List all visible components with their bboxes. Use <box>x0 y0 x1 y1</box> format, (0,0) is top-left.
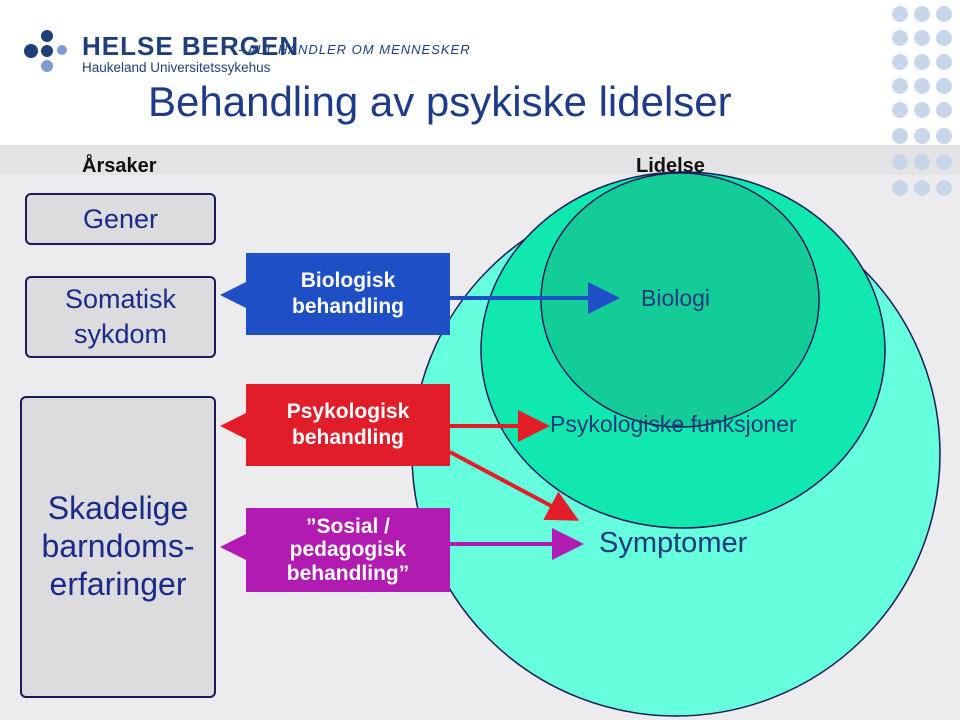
decorative-dot-grid <box>888 6 960 216</box>
cause-childhood-line3: erfaringer <box>49 565 187 602</box>
label-psychological-functions: Psykologiske funksjoner <box>550 411 797 437</box>
page-title: Behandling av psykiske lidelser <box>148 78 732 125</box>
cause-childhood-experiences: Skadelige barndoms- erfaringer <box>20 396 216 698</box>
treatment-psych-line2: behandling <box>292 426 404 449</box>
causes-heading: Årsaker <box>82 155 157 177</box>
cause-somatic-line2: sykdom <box>73 319 168 349</box>
cause-childhood-line1: Skadelige <box>47 490 189 527</box>
label-symptoms: Symptomer <box>599 527 748 559</box>
cause-genes-label: Gener <box>82 203 159 234</box>
cause-childhood-line2: barndoms- <box>41 528 195 565</box>
cause-somatic-illness: Somatisk sykdom <box>25 276 216 358</box>
brand-slogan: - ALT HANDLER OM MENNESKER <box>238 42 471 57</box>
treatment-social-line2: pedagogisk <box>289 538 407 562</box>
brand-name: HELSE BERGEN <box>82 31 300 61</box>
treatment-psychological: Psykologisk behandling <box>246 384 450 466</box>
treatment-social-line3: behandling” <box>286 561 410 585</box>
treatment-social-line1: ”Sosial / <box>305 514 391 538</box>
arrow-psych-symptoms <box>449 450 580 521</box>
cause-genes: Gener <box>25 193 216 245</box>
header-band <box>0 145 960 175</box>
treatment-social-pedagogical: ”Sosial / pedagogisk behandling” <box>246 508 450 592</box>
treatment-bio-line2: behandling <box>292 295 404 318</box>
cause-somatic-line1: Somatisk <box>64 283 177 314</box>
brand-subtitle: Haukeland Universitetssykehus <box>82 60 271 75</box>
treatment-biological: Biologisk behandling <box>246 253 450 335</box>
treatment-psych-line1: Psykologisk <box>286 399 410 423</box>
label-biology: Biologi <box>641 285 711 311</box>
logo-dots-icon <box>24 30 76 74</box>
treatment-bio-line1: Biologisk <box>300 268 396 292</box>
